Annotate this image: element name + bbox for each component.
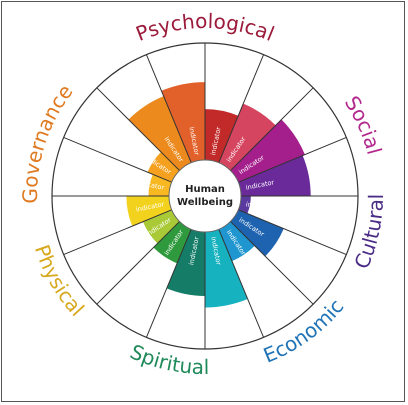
center-title-line2: Wellbeing (177, 197, 233, 208)
spoke-line (145, 54, 192, 163)
spoke-line (63, 209, 172, 256)
spoke-line (96, 87, 180, 171)
indicator-bar (218, 103, 276, 171)
spoke-line (230, 221, 314, 305)
spoke-line (96, 221, 180, 305)
indicator-label: indicator (245, 200, 275, 213)
spoke-line (218, 229, 265, 338)
domain-label: Psychological (132, 9, 277, 46)
domain-label: Cultural (349, 194, 388, 273)
domain-label: Governance (18, 80, 78, 204)
spoke-line (63, 136, 172, 183)
indicator-bar (166, 229, 205, 296)
indicator-bar (230, 209, 284, 257)
spoke-line (218, 54, 265, 163)
center-title-line1: Human (185, 184, 225, 195)
domain-label: Economic (260, 294, 349, 367)
indicator-bar (230, 119, 305, 183)
spoke-line (238, 209, 347, 256)
indicator-bar (161, 82, 205, 163)
indicator-bar (205, 229, 248, 308)
domain-label: Physical (30, 242, 89, 321)
indicator-bar (238, 196, 251, 214)
center-circle (168, 159, 242, 233)
spoke-line (145, 229, 192, 338)
indicator-bar (205, 109, 239, 163)
indicator-bar (218, 221, 255, 262)
spoke-line (238, 136, 347, 183)
indicator-bar (147, 151, 180, 183)
domain-label: Spiritual (127, 339, 210, 379)
wheel-grid (51, 42, 359, 350)
indicator-bar (148, 174, 172, 196)
indicator-bar (153, 221, 192, 264)
indicator-bar (238, 155, 311, 196)
indicator-bar (126, 196, 172, 227)
domain-label: Social (340, 92, 387, 157)
indicator-bar (128, 96, 192, 171)
spoke-line (230, 87, 314, 171)
